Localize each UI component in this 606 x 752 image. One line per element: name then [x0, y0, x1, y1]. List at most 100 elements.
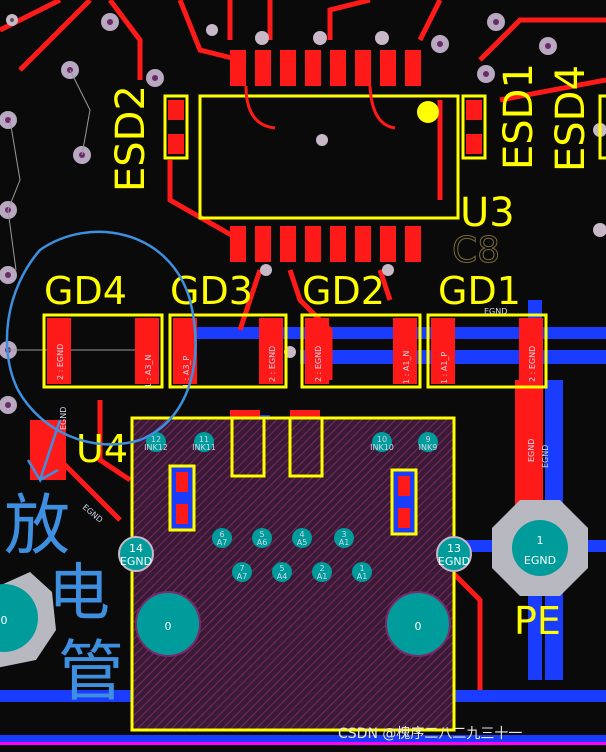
svg-text:14: 14 — [129, 542, 143, 555]
gd1-pad-right-net: 2 : EGND — [528, 346, 537, 382]
gd4-pad-left-net: 2 : EGND — [56, 344, 65, 380]
u3-pad[interactable] — [305, 50, 321, 86]
pin-3[interactable]: 3 A1 — [334, 528, 354, 548]
svg-text:0: 0 — [1, 614, 8, 627]
gd2-pad-left[interactable] — [305, 318, 329, 384]
u3-pin1-marker — [417, 101, 439, 123]
pin-11[interactable]: 11 INK11 — [192, 432, 216, 452]
svg-text:11: 11 — [199, 435, 209, 444]
mounting-hole-mid[interactable]: 0 — [135, 591, 201, 657]
u3-pad[interactable] — [230, 226, 246, 262]
pin-10[interactable]: 10 INK10 — [370, 432, 394, 452]
gd2-label: GD2 — [302, 269, 385, 313]
pin-2[interactable]: 2 A1 — [312, 562, 332, 582]
net-label-egnd-top: EGND — [484, 307, 507, 316]
esd2-label: ESD2 — [108, 85, 154, 192]
esd2-pad[interactable] — [168, 134, 184, 154]
svg-text:INK12: INK12 — [144, 443, 168, 452]
u3-silkscreen-outline — [198, 94, 460, 220]
gd1-pad-left[interactable] — [431, 318, 455, 384]
gd3-diode[interactable]: 1 : A3_P 2 : EGND — [168, 313, 288, 389]
svg-text:0: 0 — [415, 620, 422, 633]
u3-pad[interactable] — [380, 50, 396, 86]
pe-label: PE — [514, 599, 561, 643]
gd3-pad-right[interactable] — [259, 318, 283, 384]
pin-13[interactable]: 13 EGND — [436, 536, 472, 572]
svg-text:EGND: EGND — [438, 555, 470, 568]
svg-text:A1: A1 — [317, 572, 328, 581]
svg-text:13: 13 — [447, 542, 461, 555]
u3-pad[interactable] — [380, 226, 396, 262]
annotation-text-2: 电 — [48, 556, 110, 629]
u3-pad[interactable] — [330, 50, 346, 86]
pin-6[interactable]: 6 A7 — [212, 528, 232, 548]
pin-5[interactable]: 5 A6 — [252, 528, 272, 548]
gd4-pad-left[interactable] — [47, 318, 71, 384]
mounting-hole-far-left[interactable]: 0 — [0, 572, 56, 668]
u4-label: U4 — [76, 427, 128, 471]
watermark: CSDN @槐序二八二九三十一 — [338, 726, 522, 742]
svg-text:INK9: INK9 — [419, 443, 438, 452]
esd2-outline — [163, 94, 189, 160]
gd4-pad-right-net: 1 : A3_N — [144, 355, 153, 388]
u3-pad[interactable] — [255, 226, 271, 262]
svg-text:INK10: INK10 — [370, 443, 394, 452]
u3-pad[interactable] — [230, 50, 246, 86]
pin-7[interactable]: 7 A7 — [232, 562, 252, 582]
pin-1[interactable]: 1 A1 — [352, 562, 372, 582]
svg-text:INK11: INK11 — [192, 443, 216, 452]
esd1-label: ESD1 — [496, 63, 542, 170]
u3-pad[interactable] — [280, 50, 296, 86]
svg-text:6: 6 — [219, 530, 224, 539]
esd1-pad[interactable] — [466, 100, 482, 120]
svg-text:7: 7 — [239, 564, 244, 573]
gd1-pad-right[interactable] — [519, 318, 543, 384]
gd2-pad-right-net: 1 : A1_N — [402, 351, 411, 384]
svg-text:EGND: EGND — [524, 554, 556, 567]
gd2-diode[interactable]: 2 : EGND 1 : A1_N — [300, 313, 422, 389]
mounting-hole-right[interactable]: 0 — [385, 591, 451, 657]
pin-4[interactable]: 4 A5 — [292, 528, 312, 548]
gd2-pad-left-net: 2 : EGND — [314, 346, 323, 382]
u3-label: U3 — [460, 190, 515, 236]
svg-text:4: 4 — [299, 530, 304, 539]
u3-pad[interactable] — [305, 226, 321, 262]
pin-12[interactable]: 12 INK12 — [144, 432, 168, 452]
gd3-label: GD3 — [170, 269, 253, 313]
u3-pad[interactable] — [355, 50, 371, 86]
gd2-pad-right[interactable] — [393, 318, 417, 384]
net-label-egnd-left: EGND — [59, 407, 68, 430]
esd2-pad[interactable] — [168, 100, 184, 120]
u3-pad[interactable] — [355, 226, 371, 262]
u3-pad[interactable] — [405, 50, 421, 86]
u3-pad[interactable] — [280, 226, 296, 262]
pin-9[interactable]: 9 INK9 — [418, 432, 438, 452]
esd1-pad[interactable] — [466, 134, 482, 154]
u4-connector[interactable] — [130, 416, 456, 732]
gd4-pad-right[interactable] — [135, 318, 159, 384]
pin-14[interactable]: 14 EGND — [118, 536, 154, 572]
svg-text:A1: A1 — [357, 572, 368, 581]
svg-text:1: 1 — [359, 564, 364, 573]
gd3-pad-left-net: 1 : A3_P — [182, 356, 191, 388]
connector-pins[interactable]: 12 INK12 11 INK11 10 INK10 9 INK9 14 EGN… — [118, 432, 472, 582]
pin-8[interactable]: 5 A4 — [272, 562, 292, 582]
gd4-diode[interactable]: 2 : EGND 1 : A3_N — [42, 313, 164, 389]
gd3-pad-right-net: 2 : EGND — [268, 346, 277, 382]
svg-text:A6: A6 — [257, 538, 268, 547]
net-label-egnd-diag: EGND — [81, 503, 105, 525]
gd1-diode[interactable]: 1 : A1_P 2 : EGND — [426, 313, 548, 389]
svg-text:5: 5 — [259, 530, 264, 539]
u3-ic[interactable] — [198, 50, 460, 262]
u3-pad[interactable] — [255, 50, 271, 86]
svg-text:EGND: EGND — [120, 555, 152, 568]
svg-text:A4: A4 — [277, 572, 288, 581]
pe-ground-pad[interactable]: 1 EGND — [492, 500, 588, 596]
esd-components[interactable] — [163, 94, 606, 160]
u3-pad[interactable] — [330, 226, 346, 262]
c8-label: C8 — [452, 230, 500, 271]
u3-pad[interactable] — [405, 226, 421, 262]
svg-text:12: 12 — [151, 435, 161, 444]
